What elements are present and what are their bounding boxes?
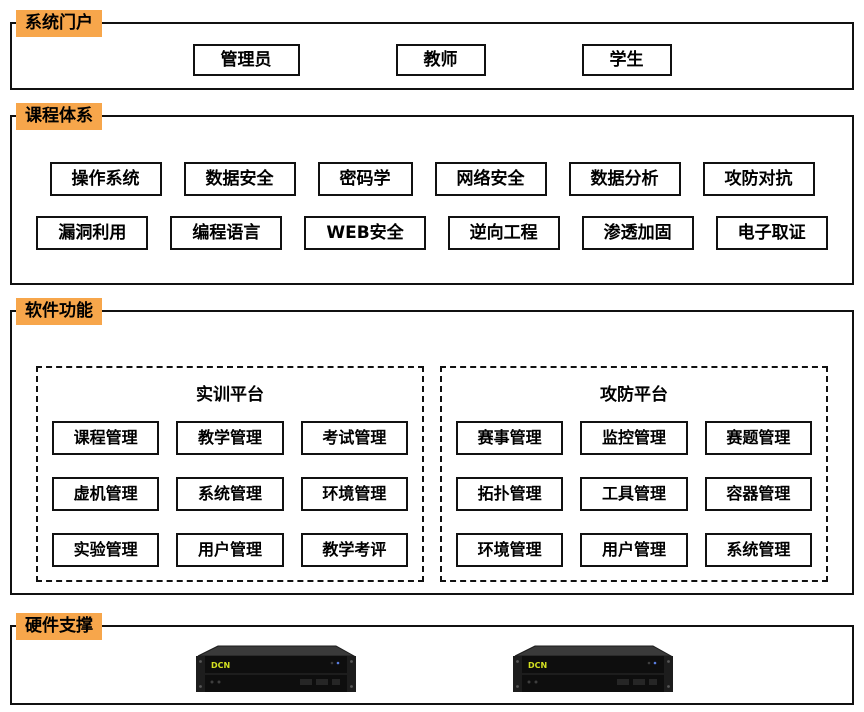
server-top-face (514, 646, 671, 656)
course-box: 数据分析 (568, 162, 681, 196)
platform-feature-box: 教学管理 (176, 421, 284, 455)
servers-row: DCN DCN (12, 627, 852, 703)
hardware-section-tag: 硬件支撑 (16, 613, 102, 640)
server-brand-text: DCN (528, 661, 547, 670)
server-brand-text: DCN (211, 661, 230, 670)
course-box: 渗透加固 (581, 216, 694, 250)
course-box: 攻防对抗 (702, 162, 815, 196)
server-top-face (197, 646, 354, 656)
software-section: 软件功能 实训平台 课程管理 教学管理 考试管理 虚机管理 系统管理 环境管理 … (10, 298, 854, 595)
platform-feature-box: 用户管理 (580, 533, 688, 567)
course-box: 编程语言 (170, 216, 283, 250)
portal-role-student: 学生 (581, 44, 672, 76)
platform-feature-box: 考试管理 (300, 421, 408, 455)
course-box: WEB安全 (304, 216, 426, 250)
portal-section: 系统门户 管理员 教师 学生 (10, 10, 854, 90)
platforms-row: 实训平台 课程管理 教学管理 考试管理 虚机管理 系统管理 环境管理 实验管理 … (12, 312, 852, 582)
portal-section-tag: 系统门户 (16, 10, 102, 37)
platform-feature-box: 赛事管理 (456, 421, 564, 455)
hardware-section: 硬件支撑 DCN (10, 613, 854, 705)
platform-feature-box: 拓扑管理 (456, 477, 564, 511)
platform-feature-box: 工具管理 (580, 477, 688, 511)
platform-feature-box: 赛题管理 (704, 421, 812, 455)
platform-feature-box: 系统管理 (176, 477, 284, 511)
portal-roles-row: 管理员 教师 学生 (12, 24, 852, 88)
courses-section: 课程体系 操作系统 数据安全 密码学 网络安全 数据分析 攻防对抗 漏洞利用 编… (10, 103, 854, 285)
platform-feature-box: 环境管理 (456, 533, 564, 567)
software-section-tag: 软件功能 (16, 298, 102, 325)
course-box: 网络安全 (434, 162, 547, 196)
attack-defense-platform-title: 攻防平台 (600, 385, 668, 405)
courses-section-tag: 课程体系 (16, 103, 102, 130)
training-platform-title: 实训平台 (196, 385, 264, 405)
platform-feature-box: 教学考评 (300, 533, 408, 567)
training-platform-group: 实训平台 课程管理 教学管理 考试管理 虚机管理 系统管理 环境管理 实验管理 … (36, 366, 424, 582)
platform-feature-box: 虚机管理 (52, 477, 160, 511)
course-row: 漏洞利用 编程语言 WEB安全 逆向工程 渗透加固 电子取证 (36, 216, 828, 250)
platform-feature-box: 容器管理 (704, 477, 812, 511)
platform-feature-box: 系统管理 (704, 533, 812, 567)
platform-feature-box: 环境管理 (300, 477, 408, 511)
server-image: DCN (512, 645, 673, 692)
platform-feature-box: 课程管理 (52, 421, 160, 455)
course-box: 操作系统 (49, 162, 162, 196)
platform-feature-box: 实验管理 (52, 533, 160, 567)
course-box: 逆向工程 (447, 216, 560, 250)
course-box: 密码学 (317, 162, 413, 196)
platform-feature-box: 监控管理 (580, 421, 688, 455)
attack-defense-platform-grid: 赛事管理 监控管理 赛题管理 拓扑管理 工具管理 容器管理 环境管理 用户管理 … (456, 421, 812, 567)
course-box: 漏洞利用 (36, 216, 149, 250)
server-image: DCN (195, 645, 356, 692)
portal-role-teacher: 教师 (395, 44, 486, 76)
course-box: 数据安全 (183, 162, 296, 196)
portal-role-admin: 管理员 (192, 44, 300, 76)
platform-feature-box: 用户管理 (176, 533, 284, 567)
attack-defense-platform-group: 攻防平台 赛事管理 监控管理 赛题管理 拓扑管理 工具管理 容器管理 环境管理 … (440, 366, 828, 582)
course-row: 操作系统 数据安全 密码学 网络安全 数据分析 攻防对抗 (49, 162, 815, 196)
course-box: 电子取证 (715, 216, 828, 250)
training-platform-grid: 课程管理 教学管理 考试管理 虚机管理 系统管理 环境管理 实验管理 用户管理 … (52, 421, 408, 567)
courses-rows: 操作系统 数据安全 密码学 网络安全 数据分析 攻防对抗 漏洞利用 编程语言 W… (12, 117, 852, 250)
